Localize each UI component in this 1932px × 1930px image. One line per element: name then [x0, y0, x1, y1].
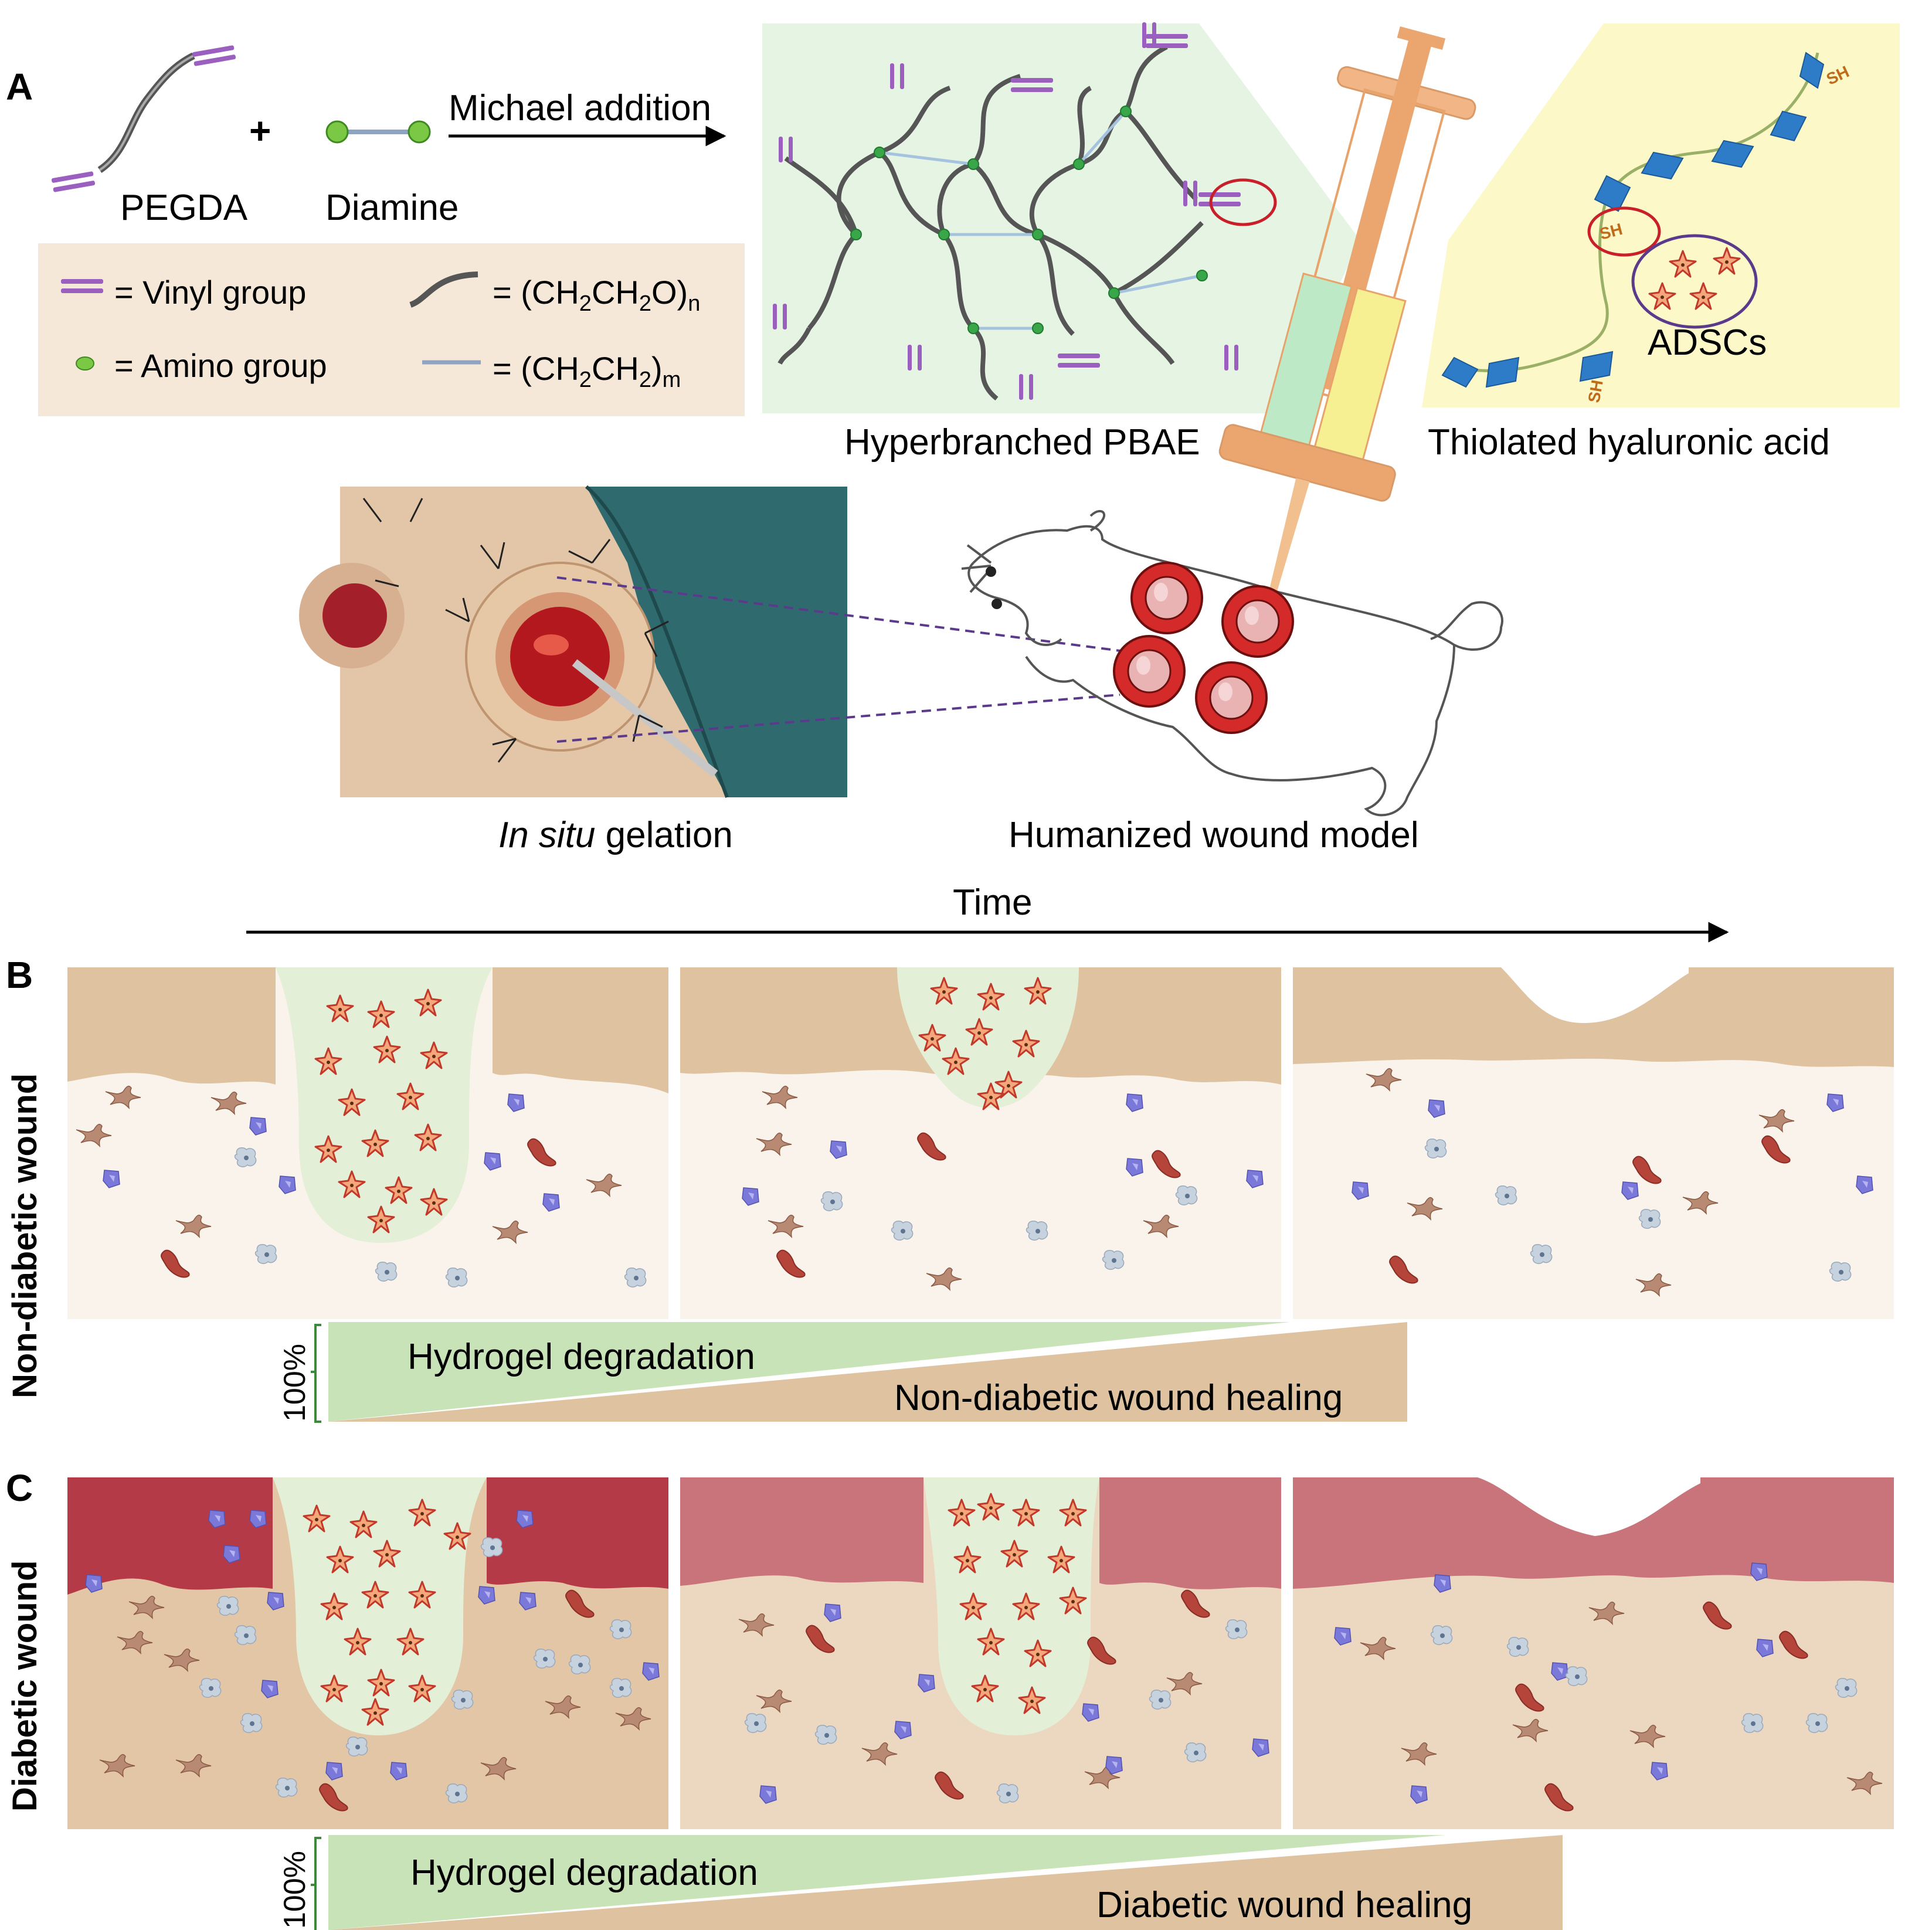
d-degradation-label: Hydrogel degradation [410, 1853, 758, 1893]
pbae-network [762, 22, 1360, 413]
nd-degradation-label: Hydrogel degradation [408, 1337, 755, 1377]
panel-a-label: A [6, 66, 33, 108]
ha-chain: SH SH SH ADSCs [1422, 23, 1900, 407]
nd-stage-3 [1293, 967, 1894, 1319]
sh-label-3: SH [1584, 379, 1606, 405]
panel-b: B Non-diabetic wound [6, 954, 1894, 1423]
photo-label: In situ gelation [498, 815, 733, 855]
legend-box: = Vinyl group = Amino group = (CH2CH2O)n… [38, 243, 745, 416]
syringe [1218, 26, 1476, 651]
model-label: Humanized wound model [1009, 815, 1419, 855]
mouse-eyes [986, 566, 1002, 609]
ha-label: Thiolated hyaluronic acid [1428, 422, 1830, 463]
adscs-label: ADSCs [1648, 322, 1767, 363]
time-label: Time [953, 882, 1032, 923]
panel-c-label: C [6, 1467, 33, 1509]
zoom-line-bottom [556, 694, 1121, 743]
nd-stage-2 [680, 967, 1281, 1319]
panel-b-label: B [6, 954, 33, 996]
amino-legend-icon [76, 356, 94, 371]
nd-progress-bars: 100% Hydrogel degradation Non-diabetic w… [278, 1322, 1407, 1423]
adscs-circle [1631, 234, 1758, 329]
diamine-label: Diamine [325, 188, 459, 228]
d-healing-label: Diabetic wound healing [1096, 1885, 1472, 1925]
d-progress-bars: 100% Hydrogel degradation Diabetic wound… [278, 1835, 1563, 1930]
panel-c-side-label: Diabetic wound [6, 1560, 44, 1812]
pbae-label: Hyperbranched PBAE [844, 422, 1200, 463]
nd-stage-1 [67, 967, 668, 1319]
d-stage-1 [67, 1477, 668, 1829]
legend-vinyl: = Vinyl group [114, 274, 306, 311]
d-stage-2 [680, 1477, 1281, 1829]
highlight-circle [1209, 178, 1277, 226]
diamine-molecule [325, 120, 431, 144]
peg-legend-icon [409, 271, 478, 308]
zoom-line-top [556, 576, 1121, 652]
pegda-molecule [51, 45, 236, 193]
panel-c: C Diabetic wound [6, 1467, 1894, 1930]
plus-sign: + [249, 110, 271, 152]
nd-percent-label: 100% [278, 1344, 312, 1422]
panel-a: A PEGDA + Diamine Michael addition = Vin… [6, 22, 1900, 855]
pegda-label: PEGDA [120, 188, 248, 228]
d-percent-label: 100% [278, 1851, 312, 1929]
reaction-label: Michael addition [449, 88, 711, 128]
sh-highlight-circle [1587, 206, 1661, 257]
mouse-drawing [961, 509, 1503, 817]
panel-b-side-label: Non-diabetic wound [6, 1073, 44, 1398]
nd-healing-label: Non-diabetic wound healing [894, 1378, 1343, 1418]
surgery-photo [299, 485, 847, 798]
legend-amino: = Amino group [114, 347, 327, 384]
wound-rings [1113, 562, 1294, 734]
legend-peg: = (CH2CH2O)n [493, 274, 700, 316]
d-stage-3 [1293, 1477, 1894, 1829]
legend-ethyl: = (CH2CH2)m [493, 350, 681, 392]
